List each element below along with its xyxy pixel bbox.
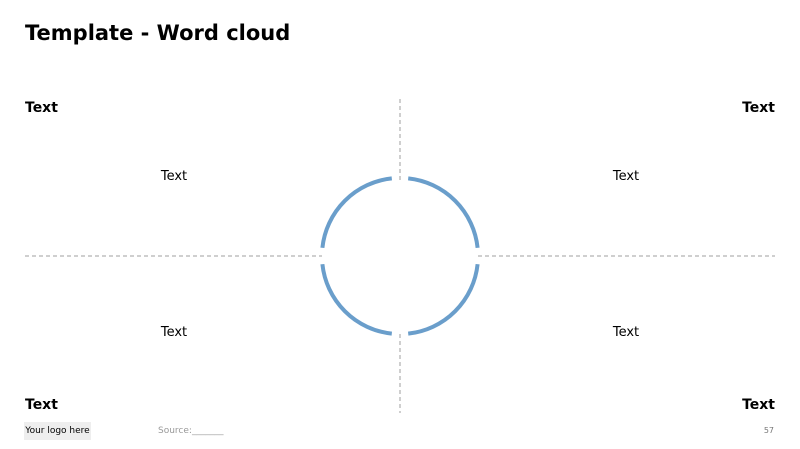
source-note: Source:_______ — [158, 426, 224, 436]
circle-arc-bottom-left — [320, 263, 393, 336]
circle-arc-top-right — [407, 176, 480, 249]
quadrant-text-top-left: Text — [160, 169, 188, 184]
quadrant-text-top-right: Text — [612, 169, 640, 184]
corner-label-top-right: Text — [742, 100, 775, 116]
quadrant-text-bottom-left: Text — [160, 325, 188, 340]
logo-placeholder: Your logo here — [24, 422, 91, 440]
corner-label-bottom-right: Text — [742, 397, 775, 413]
slide-title: Template - Word cloud — [25, 21, 291, 45]
corner-label-bottom-left: Text — [25, 397, 58, 413]
quadrant-text-bottom-right: Text — [612, 325, 640, 340]
page-number: 57 — [763, 426, 774, 435]
corner-label-top-left: Text — [25, 100, 58, 116]
center-circle — [320, 176, 480, 336]
circle-arc-top-left — [320, 176, 393, 249]
circle-arc-bottom-right — [407, 263, 480, 336]
